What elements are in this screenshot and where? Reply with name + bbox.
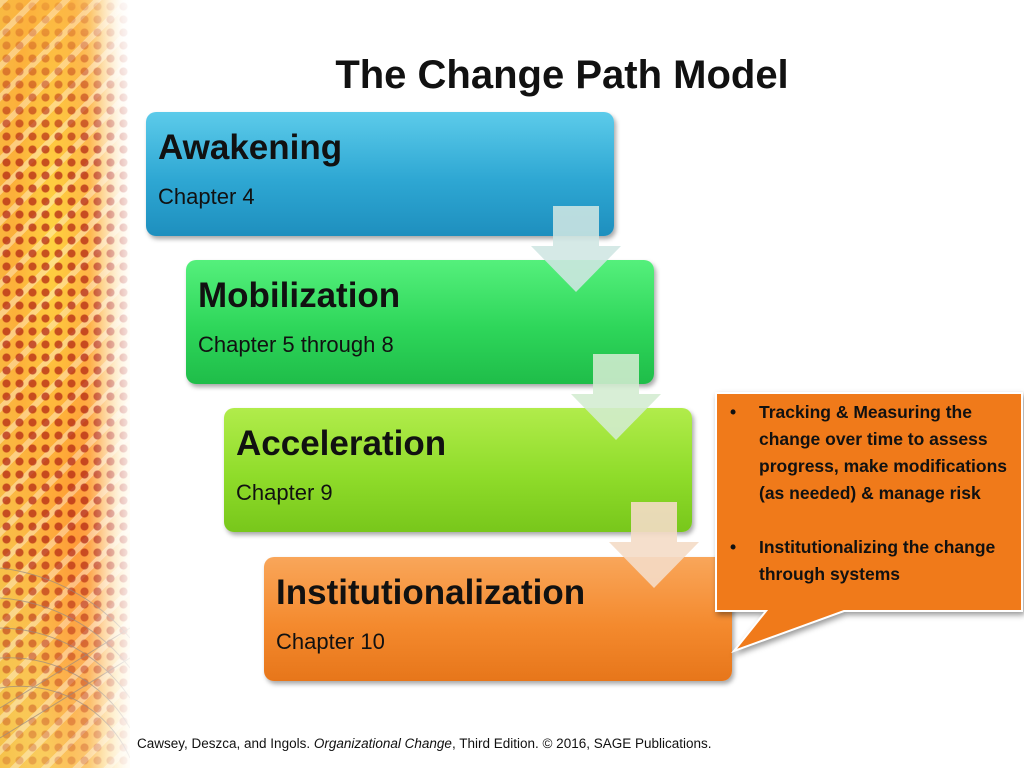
step-name: Awakening	[158, 128, 343, 167]
callout-bullet: Tracking & Measuring the change over tim…	[726, 399, 1014, 507]
down-arrow-icon	[609, 502, 699, 588]
step-acceleration: Acceleration Chapter 9	[224, 408, 692, 532]
down-arrow-icon	[571, 354, 661, 440]
step-chapter: Chapter 4	[158, 184, 255, 209]
step-chapter: Chapter 9	[236, 480, 333, 505]
footer-book-title: Organizational Change	[313, 736, 452, 751]
step-awakening: Awakening Chapter 4	[146, 112, 614, 236]
step-chapter: Chapter 10	[276, 629, 385, 654]
step-name: Acceleration	[236, 424, 447, 463]
citation-footer: Cawsey, Deszca, and Ingols. Organization…	[137, 736, 712, 751]
callout-bullet: Institutionalizing the change through sy…	[726, 534, 1014, 588]
slide-title: The Change Path Model	[335, 53, 789, 97]
step-name: Institutionalization	[276, 573, 586, 612]
callout-box: Tracking & Measuring the change over tim…	[716, 393, 1022, 613]
decorative-background	[0, 0, 130, 768]
step-name: Mobilization	[198, 276, 401, 315]
footer-authors: Cawsey, Deszca, and Ingols.	[137, 736, 314, 751]
step-chapter: Chapter 5 through 8	[198, 332, 394, 357]
down-arrow-icon	[531, 206, 621, 292]
footer-edition: , Third Edition. © 2016, SAGE Publicatio…	[451, 736, 712, 751]
